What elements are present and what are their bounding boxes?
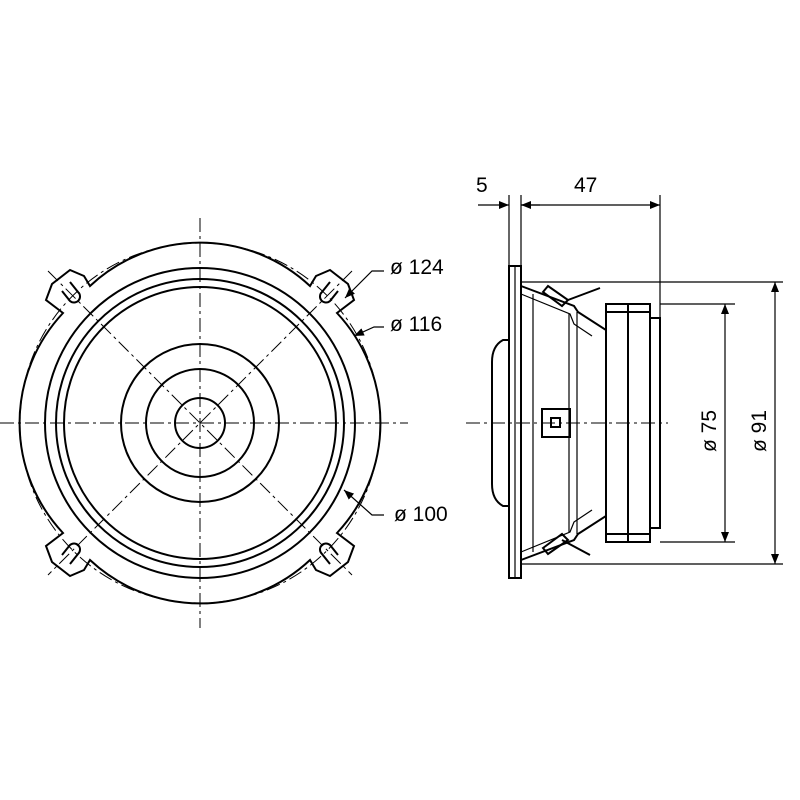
frame-outline [18,241,382,605]
dust-cap-inner [174,397,226,449]
side-view: 5 47 ø 75 ø 91 [466,174,783,579]
side-dome [491,339,509,507]
dust-cap-outer [145,368,255,478]
surround-inner [63,286,337,560]
label-depth-47: 47 [574,174,597,197]
frame-ring [44,267,356,579]
leader-dia-124 [344,270,384,299]
terminal-bottom [541,532,570,556]
label-dia-75: ø 75 [698,410,721,452]
side-backplate [649,317,661,529]
mounting-slots [61,281,339,565]
label-depth-5: 5 [476,174,488,197]
surround-outer [55,278,345,568]
label-dia-100: ø 100 [394,503,448,526]
leader-dia-100 [343,489,384,516]
label-dia-91: ø 91 [748,410,771,452]
label-dia-116: ø 116 [390,313,442,336]
leader-dia-116 [353,326,384,337]
cone-ring [120,343,280,503]
front-view: ø 124 ø 116 ø 100 [0,218,448,628]
label-dia-124: ø 124 [390,256,444,279]
terminal-block [541,408,571,438]
terminal-top [541,284,570,308]
